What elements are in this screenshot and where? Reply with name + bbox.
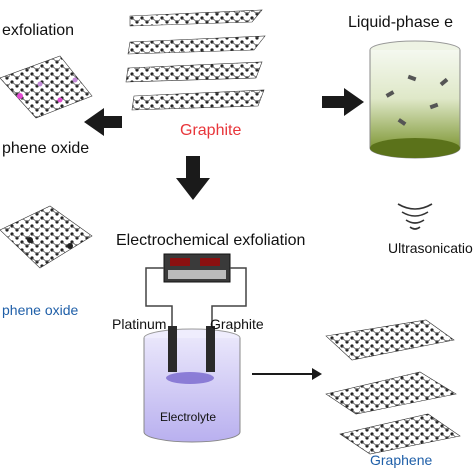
graphene-label: Graphene [370,452,433,468]
left-arrow-icon [84,108,122,136]
platinum-label: Platinum [112,316,167,332]
graphite-stack [125,9,266,111]
graphene-oxide-molecule-bottom [0,205,93,269]
graphite-electrode [206,326,215,372]
graphene-sheets [325,319,461,455]
electrolyte-label: Electrolyte [160,410,217,424]
electrochemical-title: Electrochemical exfoliation [116,232,306,249]
liquid-phase-title: Liquid-phase e [348,14,453,31]
circuit-wires [145,267,247,332]
graphite-center-label: Graphite [180,122,242,139]
chem-exfoliation-title: exfoliation [2,22,75,39]
right-arrow-graphene-icon [252,368,322,380]
ultrasound-waves-icon [397,203,433,230]
electrolyte-beaker [143,326,241,443]
power-supply-icon [163,253,231,283]
graphene-oxide-label-bottom: phene oxide [2,302,79,318]
graphene-oxide-label-top: phene oxide [2,140,90,157]
liquid-phase-beaker [369,40,461,159]
graphene-oxide-molecule-top [0,55,93,119]
down-arrow-icon [176,156,210,200]
graphite-electrode-label: Graphite [210,316,264,332]
ultrasonication-label: Ultrasonicatio [388,240,473,256]
platinum-electrode [168,326,177,372]
right-arrow-icon [322,88,364,116]
